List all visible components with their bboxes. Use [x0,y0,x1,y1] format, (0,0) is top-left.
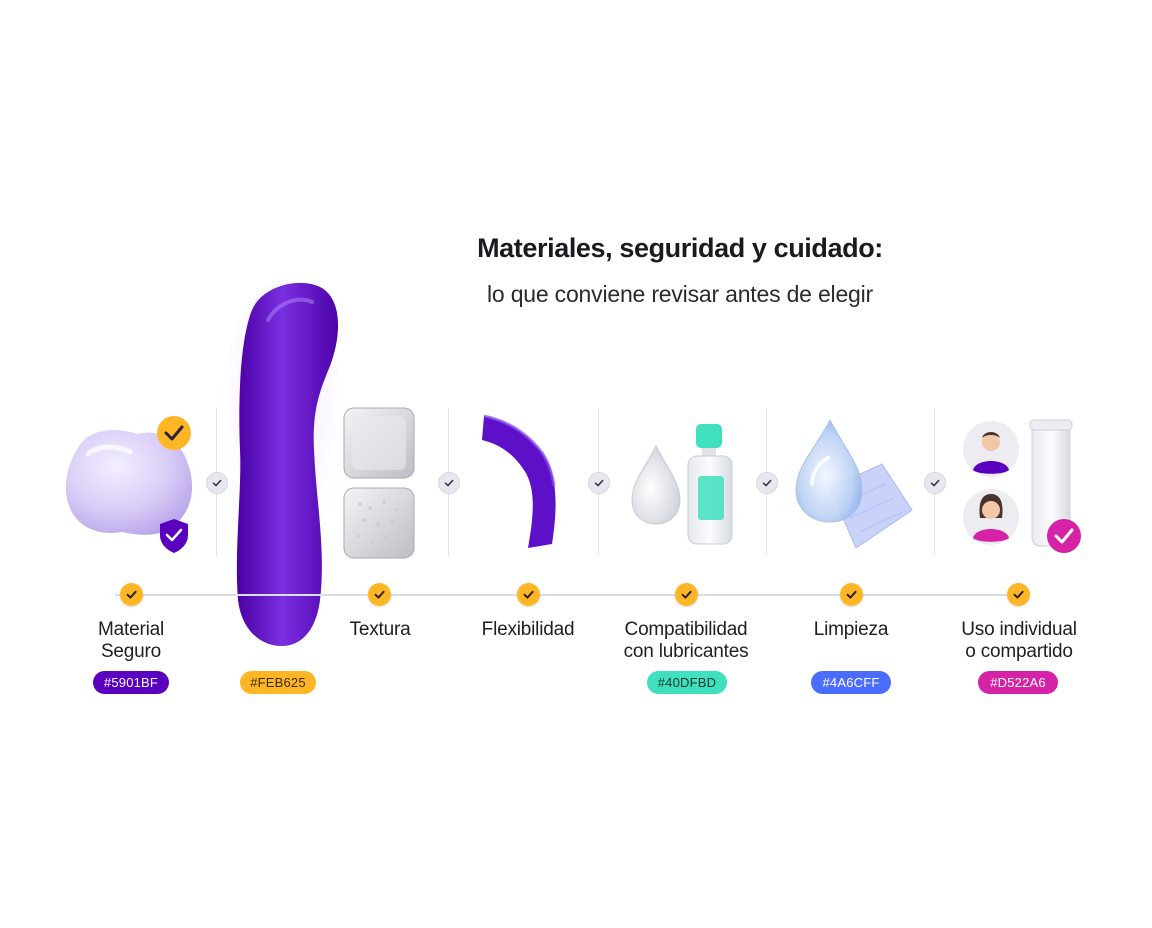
timeline-check-icon [840,583,863,606]
feature-label-flexibilidad: Flexibilidad [458,619,598,641]
feature-label-limpieza: Limpieza [791,619,911,641]
timeline-check-icon [368,583,391,606]
silicone-blob-shield-icon [65,416,193,553]
timeline-check-icon [1007,583,1030,606]
purple-device-icon [222,280,344,646]
feature-label-compatibilidad: Compatibilidad con lubricantes [606,619,766,663]
feature-label-line: Uso individual [961,619,1077,640]
feature-label-line: Compatibilidad [624,619,748,640]
feature-label-line: Limpieza [813,619,889,640]
feature-label-line: Textura [349,619,411,640]
color-chip: #4A6CFF [811,671,891,694]
timeline-check-icon [517,583,540,606]
step-check-icon [756,472,778,494]
page-title: Materiales, seguridad y cuidado: [477,233,883,263]
color-chip: #5901BF [93,671,169,694]
color-chip: #D522A6 [978,671,1058,694]
timeline-check-icon [120,583,143,606]
feature-label-line: Material [98,619,164,640]
timeline-line [115,594,1030,596]
page-subtitle: lo que conviene revisar antes de elegir [487,281,873,307]
step-check-icon [588,472,610,494]
color-chip: #FEB625 [240,671,316,694]
step-check-icon [924,472,946,494]
step-check-icon [438,472,460,494]
feature-label-line: Seguro [100,641,162,662]
lubricant-bottle-icon [631,424,733,545]
timeline-check-icon [675,583,698,606]
droplet-cloth-icon [795,418,913,549]
feature-label-textura: Textura [320,619,440,641]
feature-label-line: Flexibilidad [481,619,575,640]
color-chip: #40DFBD [647,671,727,694]
feature-label-line: o compartido [965,641,1073,662]
feature-label-material-seguro: Material Seguro [71,619,191,663]
users-condom-icon [963,419,1081,553]
texture-swatches-icon [343,407,415,559]
flexible-strip-icon [482,414,556,548]
feature-label-line: con lubricantes [623,641,749,662]
feature-label-uso: Uso individual o compartido [944,619,1094,663]
